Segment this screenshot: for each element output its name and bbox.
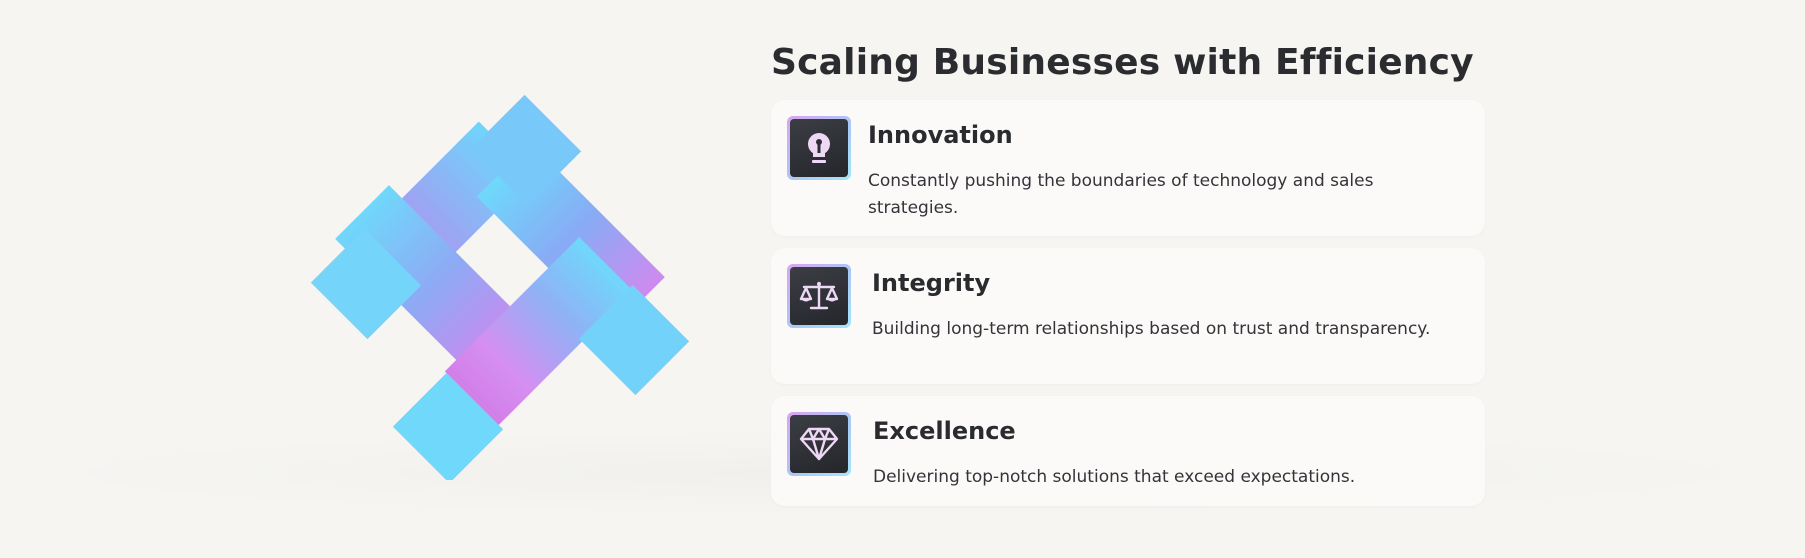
lightbulb-icon	[808, 133, 830, 163]
feature-card-innovation: Innovation Constantly pushing the bounda…	[771, 100, 1485, 236]
feature-list: Innovation Constantly pushing the bounda…	[771, 100, 1485, 506]
values-section: Scaling Businesses with Efficiency Innov…	[771, 40, 1485, 506]
feature-title: Innovation	[868, 121, 1013, 149]
logo-cap-left	[310, 228, 422, 340]
feature-card-excellence: Excellence Delivering top-notch solution…	[771, 396, 1485, 506]
logo-band-left	[335, 185, 524, 374]
feature-icon-frame	[787, 116, 851, 180]
feature-card-integrity: Integrity Building long-term relationshi…	[771, 248, 1485, 384]
feature-description: Delivering top-notch solutions that exce…	[873, 467, 1356, 487]
feature-title: Integrity	[872, 269, 991, 297]
feature-icon-frame	[787, 412, 851, 476]
page-title: Scaling Businesses with Efficiency	[771, 42, 1474, 83]
diamond-icon	[799, 427, 839, 461]
feature-description: Building long-term relationships based o…	[872, 319, 1431, 339]
logo-cap-top-right	[470, 94, 582, 206]
scales-icon	[799, 281, 839, 310]
logo-band-bottom	[444, 237, 633, 426]
logo-shapes	[310, 94, 690, 480]
geometric-diamond-logo-icon	[310, 94, 690, 480]
feature-title: Excellence	[873, 417, 1016, 445]
logo-cap-bottom	[392, 372, 504, 480]
brand-logo	[300, 80, 700, 480]
logo-cap-right	[578, 284, 690, 396]
feature-description: Constantly pushing the boundaries of tec…	[868, 171, 1374, 218]
feature-icon-frame	[787, 264, 851, 328]
